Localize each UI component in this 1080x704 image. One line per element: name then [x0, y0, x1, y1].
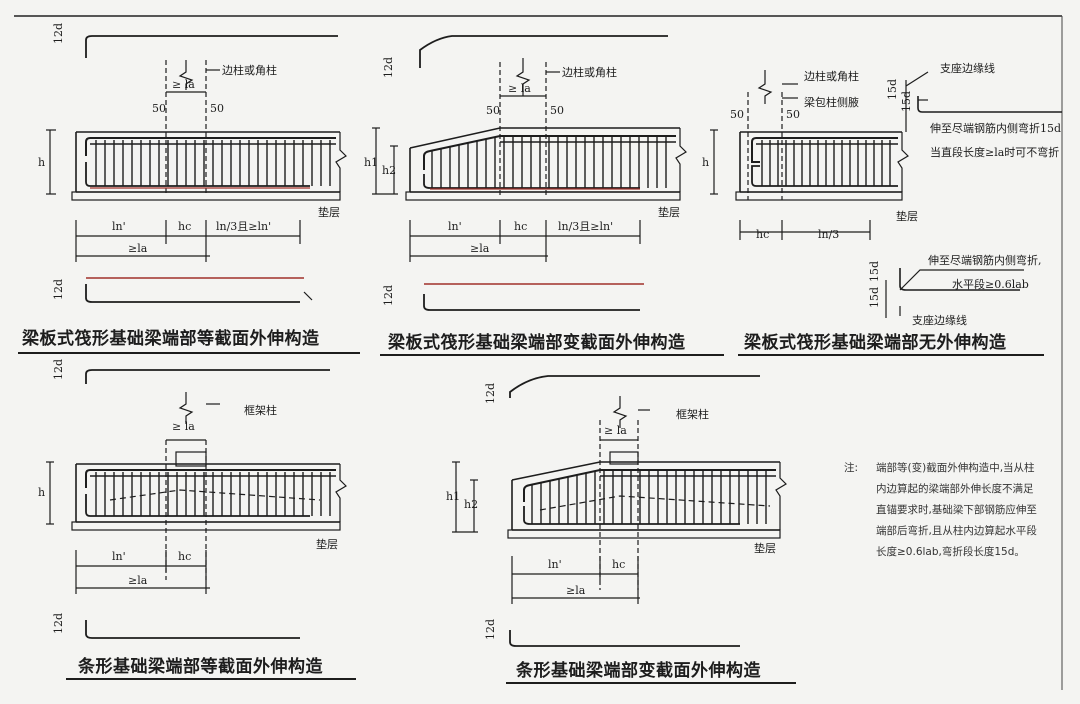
panel-1-title: 梁板式筏形基础梁端部等截面外伸构造 — [22, 329, 320, 349]
panel-2-drawing — [372, 35, 687, 311]
p5-lg-label: ≥la — [566, 584, 586, 597]
panel-4-stirrups — [95, 472, 331, 516]
p5-bottom-label: 12d — [484, 619, 497, 640]
panel-3-stirrups — [761, 140, 891, 186]
panel-3-title: 梁板式筏形基础梁端部无外伸构造 — [744, 333, 1007, 353]
p2-bottom-label: 12d — [382, 285, 395, 306]
p2-dim-b: 50 — [550, 104, 564, 117]
panel-4-title-underline — [66, 678, 356, 680]
note-block: 注: 端部等(变)截面外伸构造中,当从柱内边算起的梁端部外伸长度不满足直锚要求时… — [844, 458, 1042, 563]
p4-l1-label: ln' — [112, 550, 126, 563]
p5-pad-label: 垫层 — [754, 541, 776, 555]
p3-wrap-label: 梁包柱侧腋 — [804, 95, 859, 109]
p1-bottom-label: 12d — [52, 279, 65, 300]
p2-pad-label: 垫层 — [658, 205, 680, 219]
p1-top-label: 12d — [52, 23, 65, 44]
p5-top-label: 12d — [484, 383, 497, 404]
panel-1-title-underline — [18, 352, 360, 354]
panel-1-stirrups — [95, 140, 331, 186]
p3-l1-label: hc — [756, 228, 769, 241]
p5-column-label: 框架柱 — [676, 407, 709, 421]
p4-top-label: 12d — [52, 359, 65, 380]
p3-note3: 伸至尽端钢筋内侧弯折, — [928, 253, 1042, 267]
p3-bot2-15d: 15d — [868, 287, 881, 308]
p2-h1-label: h1 — [364, 156, 378, 169]
p3-dim-a: 50 — [730, 108, 744, 121]
p5-la-label: ≥ la — [604, 424, 627, 437]
p2-lg-label: ≥la — [470, 242, 490, 255]
p1-l2-label: hc — [178, 220, 191, 233]
p1-l3-label: ln/3且≥ln' — [216, 220, 271, 233]
note-text: 端部等(变)截面外伸构造中,当从柱内边算起的梁端部外伸长度不满足直锚要求时,基础… — [876, 462, 1037, 558]
p4-h-label: h — [38, 486, 45, 499]
p3-h-label: h — [702, 156, 709, 169]
panel-3-title-underline — [738, 354, 1044, 356]
p2-column-label: 边柱或角柱 — [562, 65, 617, 79]
p1-pad-label: 垫层 — [318, 205, 340, 219]
panel-5-title: 条形基础梁端部变截面外伸构造 — [516, 661, 761, 681]
p3-pad-label: 垫层 — [896, 209, 918, 223]
p4-column-label: 框架柱 — [244, 403, 277, 417]
p4-la-label: ≥ la — [172, 420, 195, 433]
p1-l1-label: ln' — [112, 220, 126, 233]
p2-l1-label: ln' — [448, 220, 462, 233]
panel-2-title: 梁板式筏形基础梁端部变截面外伸构造 — [388, 333, 686, 353]
p3-top2-15d: 15d — [900, 91, 913, 112]
p1-dim-a: 50 — [152, 102, 166, 115]
p3-edge2-label: 支座边缘线 — [912, 313, 967, 327]
p2-l3-label: ln/3且≥ln' — [558, 220, 613, 233]
panel-2-title-underline — [380, 354, 724, 356]
p3-column-label: 边柱或角柱 — [804, 69, 859, 83]
p3-top-15d: 15d — [886, 79, 899, 100]
p2-l2-label: hc — [514, 220, 527, 233]
p4-l2-label: hc — [178, 550, 191, 563]
p3-l3-label: ln/3 — [818, 228, 839, 241]
panel-4-title: 条形基础梁端部等截面外伸构造 — [78, 657, 323, 677]
p5-h1-label: h1 — [446, 490, 460, 503]
p1-h-label: h — [38, 156, 45, 169]
p3-edge-label: 支座边缘线 — [940, 61, 995, 75]
p5-l2-label: hc — [612, 558, 625, 571]
p1-column-label: 边柱或角柱 — [222, 63, 277, 77]
p1-lg-label: ≥la — [128, 242, 148, 255]
p3-note2: 当直段长度≥la时可不弯折 — [930, 145, 1059, 159]
panel-5-stirrups — [531, 470, 767, 524]
p1-la-label: ≥ la — [172, 78, 195, 91]
p3-note4: 水平段≥0.6lab — [952, 277, 1029, 291]
p3-dim-b: 50 — [786, 108, 800, 121]
p3-note1: 伸至尽端钢筋内侧弯折15d — [930, 121, 1061, 135]
panel-2-stirrups — [431, 136, 667, 188]
p4-bottom-label: 12d — [52, 613, 65, 634]
p2-dim-a: 50 — [486, 104, 500, 117]
note-label: 注: — [844, 462, 859, 474]
p2-h2-label: h2 — [382, 164, 396, 177]
p4-lg-label: ≥la — [128, 574, 148, 587]
p5-h2-label: h2 — [464, 498, 478, 511]
p3-bot1-15d: 15d — [868, 261, 881, 282]
panel-5-drawing — [452, 375, 787, 647]
panel-4-drawing — [46, 369, 347, 639]
p4-pad-label: 垫层 — [316, 537, 338, 551]
p5-l1-label: ln' — [548, 558, 562, 571]
p2-top-label: 12d — [382, 57, 395, 78]
panel-1-drawing — [46, 35, 347, 303]
p2-la-label: ≥ la — [508, 82, 531, 95]
p1-dim-b: 50 — [210, 102, 224, 115]
panel-5-title-underline — [506, 682, 796, 684]
